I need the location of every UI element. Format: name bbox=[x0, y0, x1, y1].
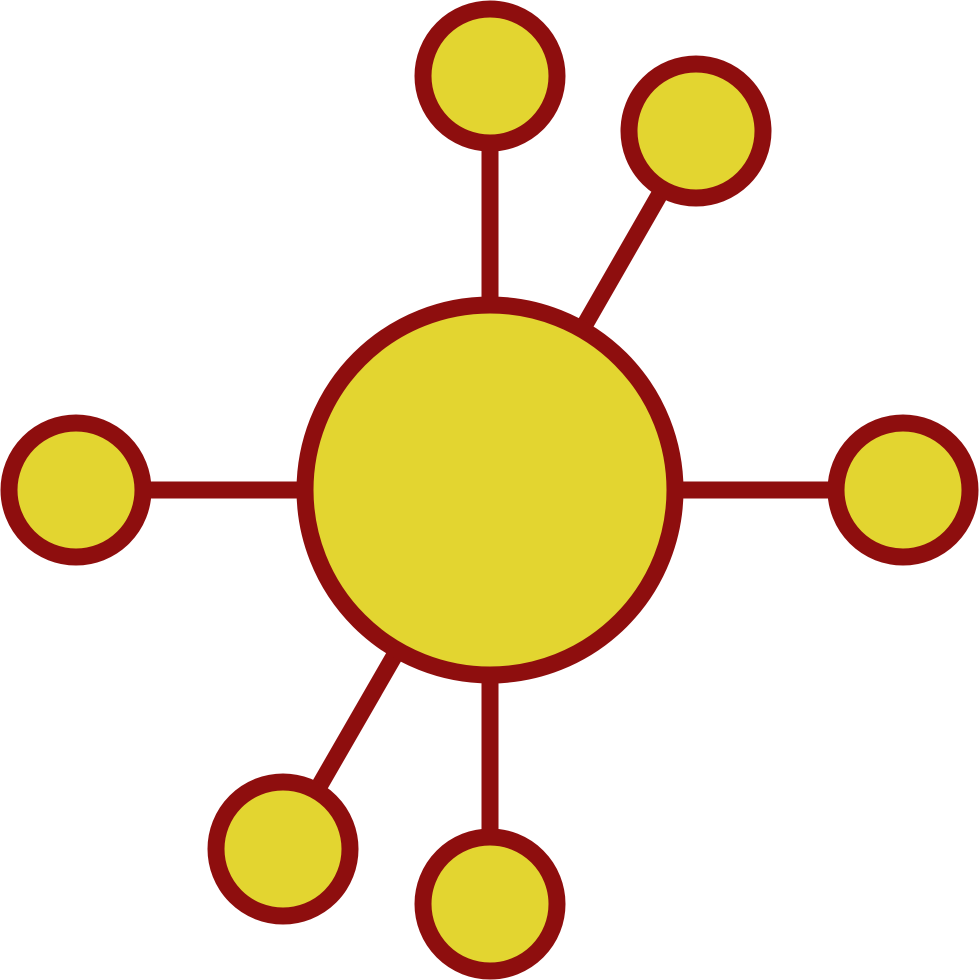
satellite-node-right bbox=[827, 414, 979, 566]
connector-line-top-right bbox=[574, 184, 671, 334]
connector-line-bottom-left bbox=[309, 646, 405, 796]
central-node bbox=[296, 296, 684, 684]
connector-lines bbox=[143, 143, 836, 837]
satellite-node-bottom bbox=[414, 828, 566, 980]
satellite-node-top-right bbox=[620, 55, 772, 207]
satellite-node-bottom-left bbox=[207, 773, 359, 925]
satellite-node-top bbox=[414, 0, 566, 152]
satellite-node-left bbox=[0, 414, 152, 566]
